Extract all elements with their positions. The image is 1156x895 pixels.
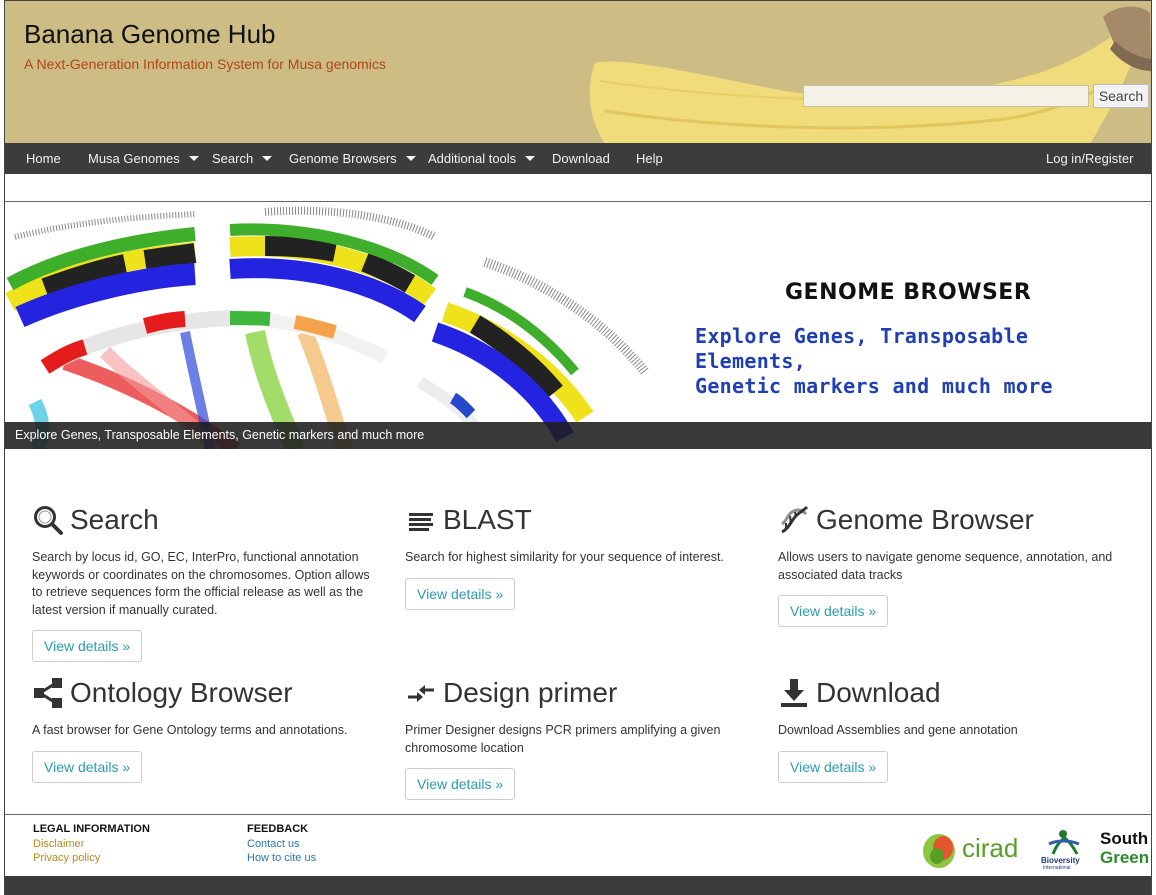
feature-title: Design primer: [405, 676, 745, 710]
footer-bottom-bar: [5, 876, 1151, 895]
chevron-down-icon: [262, 156, 273, 162]
feature-design-primer: Design primer Primer Designer designs PC…: [405, 676, 745, 800]
banner-caption-bar: Explore Genes, Transposable Elements, Ge…: [5, 422, 1151, 449]
feature-title: Download: [778, 676, 1118, 710]
site-subtitle: A Next-Generation Information System for…: [24, 56, 386, 72]
search-button[interactable]: Search: [1093, 84, 1149, 108]
nav-genome-browsers[interactable]: Genome Browsers: [289, 143, 416, 174]
download-icon: [781, 679, 807, 707]
nav-download[interactable]: Download: [552, 143, 610, 174]
main-navbar: Home Musa Genomes Search Genome Browsers…: [5, 143, 1151, 174]
nav-login-label: Log in/Register: [1046, 151, 1134, 166]
footer-link-disclaimer[interactable]: Disclaimer: [33, 837, 85, 850]
feature-ontology-browser-desc: A fast browser for Gene Ontology terms a…: [32, 723, 348, 737]
south-green-logo[interactable]: South Green: [1099, 829, 1149, 873]
bioversity-figure-icon: [1048, 830, 1080, 855]
nav-musa-genomes[interactable]: Musa Genomes: [88, 143, 199, 174]
nav-home[interactable]: Home: [26, 143, 61, 174]
nav-search-label: Search: [212, 151, 254, 166]
dna-icon: [781, 505, 809, 534]
footer-link-privacy-policy[interactable]: Privacy policy: [33, 852, 101, 864]
feature-search: Search Search by locus id, GO, EC, Inter…: [32, 503, 372, 662]
cirad-logo-text: cirad: [962, 833, 1019, 863]
footer-link-how-to-cite[interactable]: How to cite us: [247, 852, 317, 864]
footer-link-contact-us[interactable]: Contact us: [247, 837, 300, 850]
footer-legal-heading: LEGAL INFORMATION: [33, 823, 150, 835]
feature-design-primer-desc: Primer Designer designs PCR primers ampl…: [405, 723, 721, 755]
feature-blast-desc: Search for highest similarity for your s…: [405, 550, 724, 564]
feature-title: Genome Browser: [778, 503, 1118, 537]
nav-help-label: Help: [636, 151, 663, 166]
align-lines-icon: [409, 513, 433, 531]
feature-genome-browser-title: Genome Browser: [816, 504, 1034, 535]
feature-title: BLAST: [405, 503, 745, 537]
footer-feedback: FEEDBACK Contact us How to cite us: [247, 822, 316, 866]
feature-genome-browser-desc: Allows users to navigate genome sequence…: [778, 550, 1113, 582]
genome-browser-view-details-button[interactable]: View details »: [778, 595, 889, 627]
feature-blast-title: BLAST: [443, 504, 532, 535]
feature-genome-browser: Genome Browser Allows users to navigate …: [778, 503, 1118, 627]
nav-genome-browsers-label: Genome Browsers: [289, 151, 397, 166]
share-nodes-icon: [34, 678, 62, 708]
feature-title: Ontology Browser: [32, 676, 372, 710]
footer-divider: [5, 814, 1151, 815]
nav-download-label: Download: [552, 151, 610, 166]
magnifier-icon: [34, 506, 63, 535]
feature-blast: BLAST Search for highest similarity for …: [405, 503, 745, 610]
site-title[interactable]: Banana Genome Hub: [24, 19, 276, 49]
download-view-details-button[interactable]: View details »: [778, 750, 889, 783]
feature-download-title: Download: [816, 677, 941, 708]
feature-search-title: Search: [70, 504, 159, 535]
genome-browser-banner[interactable]: GENOME BROWSER Explore Genes, Transposab…: [5, 201, 1151, 449]
bioversity-logo[interactable]: Bioversity International: [1039, 828, 1089, 872]
banner-tagline: Explore Genes, Transposable Elements, Ge…: [695, 324, 1151, 399]
feature-title: Search: [32, 503, 372, 537]
chevron-down-icon: [188, 156, 199, 162]
cirad-leaf-icon: [923, 834, 955, 868]
feature-search-desc: Search by locus id, GO, EC, InterPro, fu…: [32, 550, 370, 617]
site-header: Banana Genome Hub A Next-Generation Info…: [5, 0, 1151, 143]
bioversity-logo-subtext: International: [1043, 865, 1071, 871]
banner-heading: GENOME BROWSER: [785, 280, 1032, 305]
nav-additional-tools-label: Additional tools: [428, 151, 517, 166]
feature-download-desc: Download Assemblies and gene annotation: [778, 723, 1018, 737]
footer-legal: LEGAL INFORMATION Disclaimer Privacy pol…: [33, 822, 150, 866]
nav-additional-tools[interactable]: Additional tools: [428, 143, 536, 174]
nav-search[interactable]: Search: [212, 143, 273, 174]
page-frame: [4, 0, 1152, 895]
nav-help[interactable]: Help: [636, 143, 663, 174]
circos-plot-image: [5, 206, 649, 449]
converge-arrows-icon: [408, 685, 434, 702]
nav-musa-genomes-label: Musa Genomes: [88, 151, 180, 166]
cirad-logo[interactable]: cirad: [921, 830, 1031, 870]
design-primer-view-details-button[interactable]: View details »: [405, 768, 516, 800]
footer-feedback-heading: FEEDBACK: [247, 823, 309, 835]
feature-download: Download Download Assemblies and gene an…: [778, 676, 1118, 783]
bioversity-logo-text: Bioversity: [1041, 856, 1080, 865]
chevron-down-icon: [405, 156, 416, 162]
banner-tagline-line1: Explore Genes, Transposable Elements,: [695, 324, 1029, 373]
chevron-down-icon: [525, 156, 536, 162]
search-view-details-button[interactable]: View details »: [32, 630, 143, 662]
nav-home-label: Home: [26, 151, 61, 166]
banner-caption: Explore Genes, Transposable Elements, Ge…: [15, 428, 425, 442]
feature-design-primer-title: Design primer: [443, 677, 618, 708]
south-green-logo-line1: South: [1100, 829, 1149, 848]
ontology-browser-view-details-button[interactable]: View details »: [32, 750, 143, 783]
feature-ontology-browser-title: Ontology Browser: [70, 677, 293, 708]
nav-login-register[interactable]: Log in/Register: [1046, 143, 1133, 174]
search-input[interactable]: [803, 85, 1089, 107]
feature-ontology-browser: Ontology Browser A fast browser for Gene…: [32, 676, 372, 783]
south-green-logo-line2: Green: [1100, 848, 1150, 867]
blast-view-details-button[interactable]: View details »: [405, 577, 516, 610]
banner-tagline-line2: Genetic markers and much more: [695, 374, 1053, 398]
